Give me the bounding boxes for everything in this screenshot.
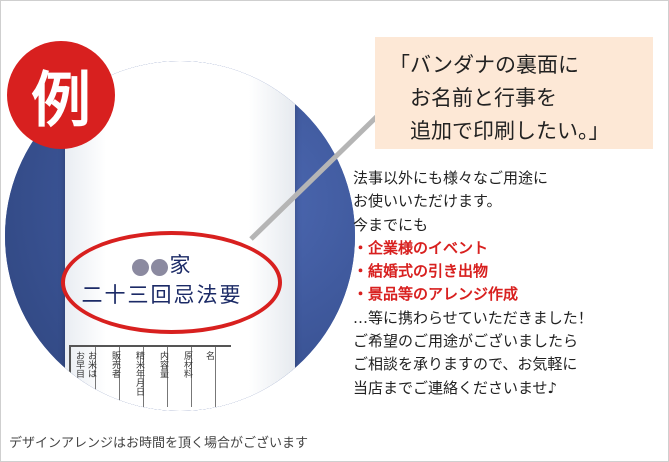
use-case-item: ・企業様のイベント (353, 238, 489, 257)
description-text: 法事以外にも様々なご用途に お使いいただけます。 今までにも ・企業様のイベント… (353, 167, 663, 400)
description-line: ご希望のご用途がございましたら (353, 332, 579, 351)
label-cell: お米は (86, 351, 96, 378)
footer-note: デザインアレンジはお時間を頂く場合がございます (9, 436, 309, 451)
callout-line-2: お名前と行事を (389, 86, 557, 110)
callout-line-3: 追加で印刷したい。」 (389, 119, 610, 143)
description-line: 法事以外にも様々なご用途に (353, 169, 549, 187)
label-cell: 内容量 (158, 351, 168, 378)
label-cell: 原材料 (182, 351, 192, 378)
callout-box: 「バンダナの裏面に お名前と行事を 追加で印刷したい。」 (375, 37, 653, 149)
description-line: ご相談を承りますので、お気軽に (353, 355, 578, 374)
label-cell: 名 (204, 351, 214, 360)
example-badge: 例 (7, 41, 115, 149)
description-line: お使いいただけます。 (353, 192, 502, 211)
label-cell: 精米年月日 (134, 351, 144, 396)
callout-line-1: 「バンダナの裏面に (389, 53, 580, 77)
description-line: …等に携わらせていただきました！ (353, 308, 593, 327)
use-case-item: ・景品等のアレンジ作成 (353, 285, 519, 304)
highlight-ellipse (61, 231, 282, 334)
example-badge-label: 例 (31, 65, 91, 136)
use-case-item: ・結婚式の引き出物 (353, 262, 489, 281)
description-line: 当店までご連絡くださいませ♪ (353, 378, 558, 397)
label-info-table: 名 原材料 内容量 精米年月日 販売者 お米は お早目 (69, 345, 231, 407)
label-cell: 販売者 (110, 351, 120, 378)
label-cell: お早目 (74, 351, 84, 378)
description-line: 今までにも (353, 215, 429, 234)
